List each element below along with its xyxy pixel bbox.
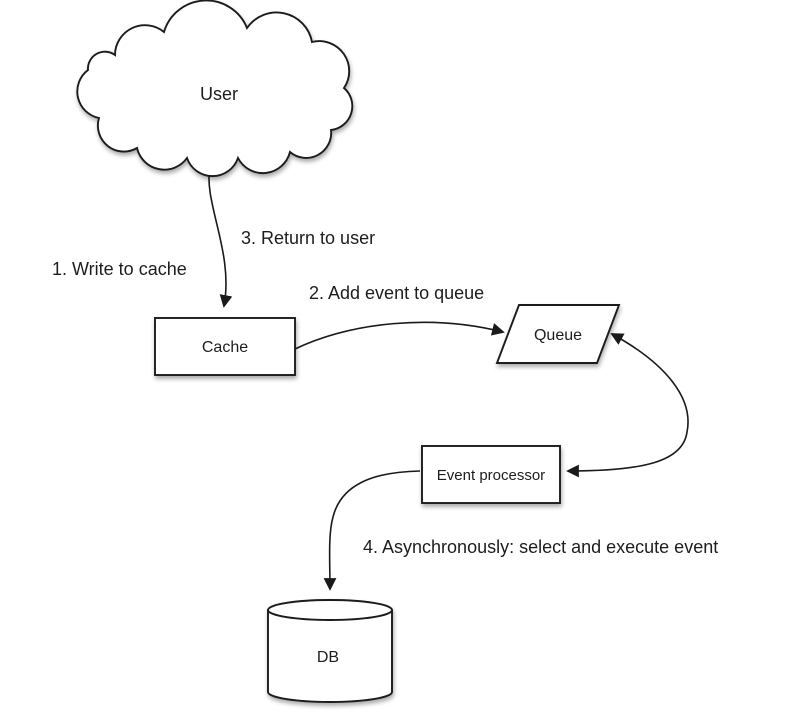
cache-label: Cache (202, 339, 248, 356)
event-processor-label: Event processor (437, 467, 545, 484)
edge-processor-to-db (323, 470, 421, 591)
edge-cache-to-queue (294, 321, 505, 350)
step4-label: 4. Asynchronously: select and execute ev… (363, 537, 718, 557)
cloud-shape (76, 0, 354, 178)
step2-label: 2. Add event to queue (309, 283, 484, 303)
node-event-processor: Event processor (421, 445, 561, 504)
step3-label: 3. Return to user (241, 228, 375, 248)
queue-label: Queue (534, 327, 582, 344)
node-user: User (76, 0, 354, 178)
step1-label: 1. Write to cache (52, 259, 187, 279)
queue-parallelogram (495, 304, 621, 364)
edge-user-to-cache (208, 166, 233, 308)
node-cache: Cache (154, 317, 296, 376)
node-queue: Queue (495, 304, 621, 364)
node-db: DB (267, 599, 393, 703)
db-cylinder-top (267, 599, 393, 621)
db-cylinder-body (267, 610, 393, 703)
cache-box (154, 317, 296, 376)
user-label: User (200, 84, 238, 104)
edge-queue-processor-loop (566, 333, 689, 478)
db-label: DB (317, 649, 339, 666)
event-processor-box (421, 445, 561, 504)
